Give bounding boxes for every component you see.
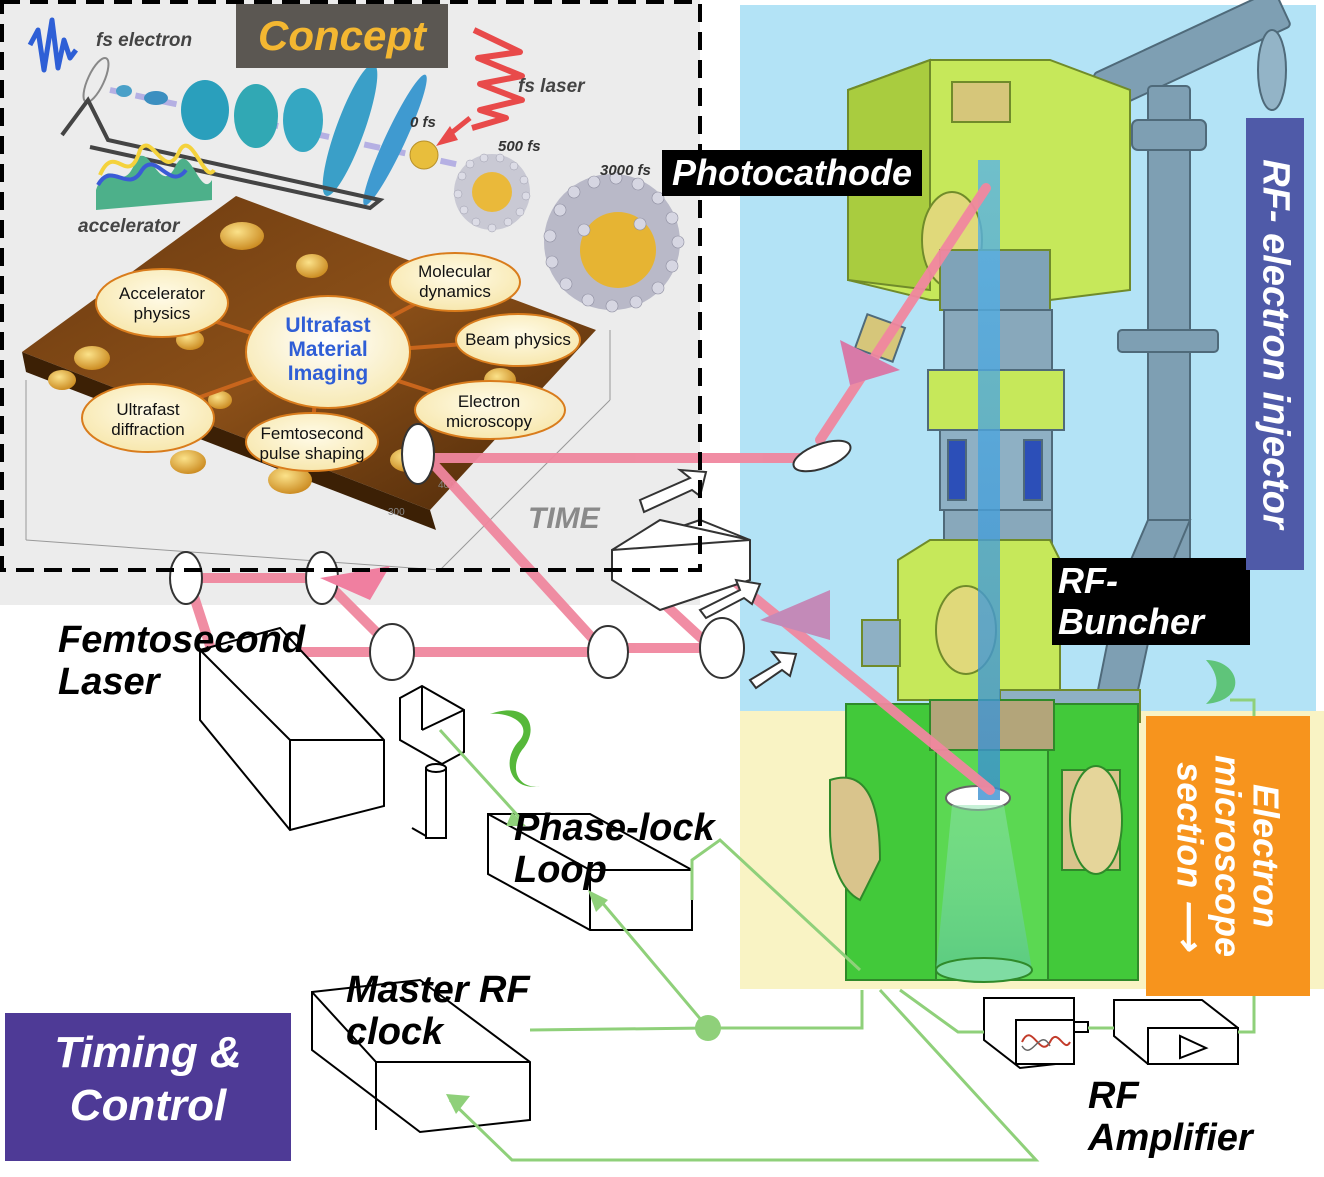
node-molecular-dynamics	[389, 252, 521, 312]
femtosecond-laser-label: Femtosecond Laser	[58, 619, 306, 703]
fs-electron-label: fs electron	[96, 30, 193, 51]
phase-lock-loop-label: Phase-lock Loop	[514, 807, 715, 891]
master-rf-clock-label: Master RF clock	[346, 969, 530, 1053]
concept-title: Concept	[236, 4, 448, 68]
node-accelerator-physics	[95, 268, 229, 338]
electron-wave-icon	[27, 17, 78, 73]
center-node-label: Ultrafast Material Imaging	[285, 314, 371, 386]
mirrors	[169, 423, 852, 681]
node-label-molecular-dynamics: Molecular dynamics	[418, 262, 492, 302]
rf-amplifier-label: RF Amplifier	[1088, 1075, 1253, 1159]
time-500fs-label: 500 fs	[498, 138, 541, 155]
particle-0fs	[409, 140, 439, 170]
particle-500fs	[453, 153, 531, 233]
svg-text:300: 300	[388, 507, 405, 518]
rf-injector-label: RF- electron injector	[1254, 159, 1297, 529]
em-section-label: Electron microscope section ⟶	[1170, 754, 1287, 958]
photodiode	[399, 684, 465, 839]
node-label-accelerator-physics: Accelerator physics	[119, 284, 205, 324]
node-ultrafast-diffraction	[81, 383, 215, 453]
node-label-ultrafast-diffraction: Ultrafast diffraction	[111, 400, 185, 440]
rf-amplifier-box	[1113, 999, 1239, 1065]
electron-beam	[978, 160, 1000, 800]
rf-pulse-shape	[1206, 660, 1236, 704]
fs-laser-label: fs laser	[518, 76, 585, 97]
node-label-electron-microscopy: Electron microscopy	[446, 392, 532, 432]
node-electron-microscopy	[414, 380, 566, 440]
rf-oscillator-box	[983, 997, 1089, 1070]
timing-control-box: Timing & Control	[5, 1013, 291, 1161]
photocathode-label: Photocathode	[662, 150, 922, 196]
rf-injector-label-box: RF- electron injector	[1246, 118, 1304, 570]
laser-pulse-shape	[760, 590, 830, 640]
concept-frame	[0, 0, 702, 572]
femtosecond-laser-box	[199, 626, 385, 832]
node-beam-physics	[455, 313, 581, 367]
master-rf-clock-box	[311, 978, 531, 1134]
laser-wave-icon	[471, 27, 525, 131]
accelerator-field-icon	[96, 143, 216, 210]
timing-control-label: Timing & Control	[54, 1028, 242, 1130]
time-0fs-label: 0 fs	[410, 114, 436, 131]
node-label-beam-physics: Beam physics	[465, 330, 571, 349]
center-node	[245, 295, 411, 409]
time-3000fs-label: 3000 fs	[600, 162, 651, 179]
particle-3000fs	[543, 171, 685, 313]
arrowhead	[446, 1094, 470, 1114]
node-label-femtosecond-pulse-shaping: Femtosecond pulse shaping	[259, 424, 365, 464]
accelerator-label: accelerator	[78, 216, 180, 237]
microscope-chamber	[829, 699, 1139, 983]
time-label: TIME	[528, 502, 600, 535]
laser-pulse-shape	[320, 566, 390, 600]
phase-lock-loop-box	[487, 813, 693, 931]
em-section-label-box: Electron microscope section ⟶	[1146, 716, 1310, 996]
arrowhead	[506, 812, 526, 826]
arrowhead	[588, 890, 608, 912]
rf-buncher-label: RF- Buncher	[1052, 558, 1250, 645]
signal-split-node	[695, 1015, 721, 1041]
delay-stage	[611, 468, 798, 690]
node-femtosecond-pulse-shaping	[245, 412, 379, 472]
concept-panel: 300 400	[0, 0, 700, 605]
rf-pulse-shape	[490, 710, 540, 787]
laser-pulse-shape	[840, 340, 900, 385]
